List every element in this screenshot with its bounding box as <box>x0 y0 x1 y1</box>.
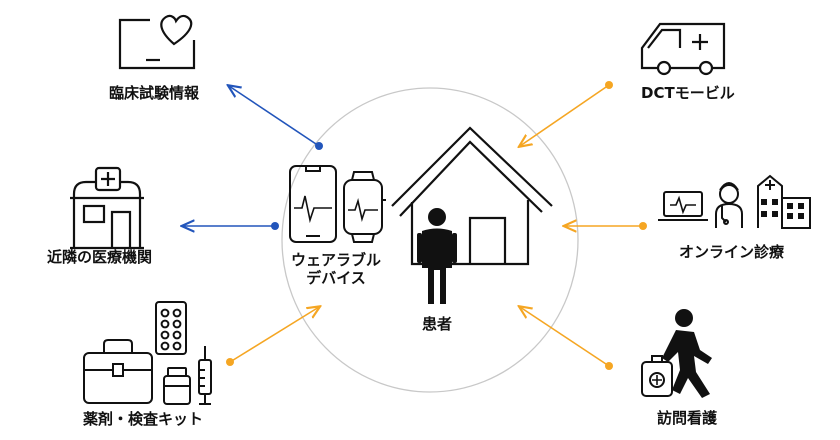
smartphone-icon <box>289 165 337 243</box>
label-online-consultation: オンライン診療 <box>679 243 785 261</box>
label-patient: 患者 <box>421 315 453 333</box>
label-wearable-line-2: デバイス <box>306 269 366 287</box>
connector-home-visit <box>520 307 610 367</box>
heart-monitor-icon <box>118 14 196 70</box>
connector-clinical-info <box>229 86 320 147</box>
connector-dot <box>605 362 613 370</box>
label-dct-mobile: DCTモービル <box>641 84 735 102</box>
connector-dot <box>605 81 613 89</box>
home-visit-nurse-icon <box>641 309 712 398</box>
label-wearable-line-1: ウェアラブル <box>290 251 382 269</box>
connector-dct-mobile <box>520 84 610 146</box>
patient-figure-icon <box>417 208 457 304</box>
connector-kit <box>229 307 319 363</box>
label-clinical-trial-info: 臨床試験情報 <box>109 84 200 102</box>
center-circle <box>281 87 579 393</box>
smartwatch-icon <box>343 171 386 243</box>
connector-dot <box>271 222 279 230</box>
ambulance-icon <box>640 22 726 76</box>
clinic-icon <box>70 166 144 250</box>
connector-dot <box>315 142 323 150</box>
connector-dot <box>639 222 647 230</box>
medical-kit-icon <box>83 301 212 405</box>
connector-dot <box>226 358 234 366</box>
label-medicine-test-kit: 薬剤・検査キット <box>83 410 204 428</box>
label-home-visit-nursing: 訪問看護 <box>657 409 718 427</box>
telemedicine-icon <box>658 174 811 229</box>
label-nearby-clinic: 近隣の医療機関 <box>47 248 153 266</box>
connectors <box>183 81 647 370</box>
house-icon <box>391 126 553 266</box>
